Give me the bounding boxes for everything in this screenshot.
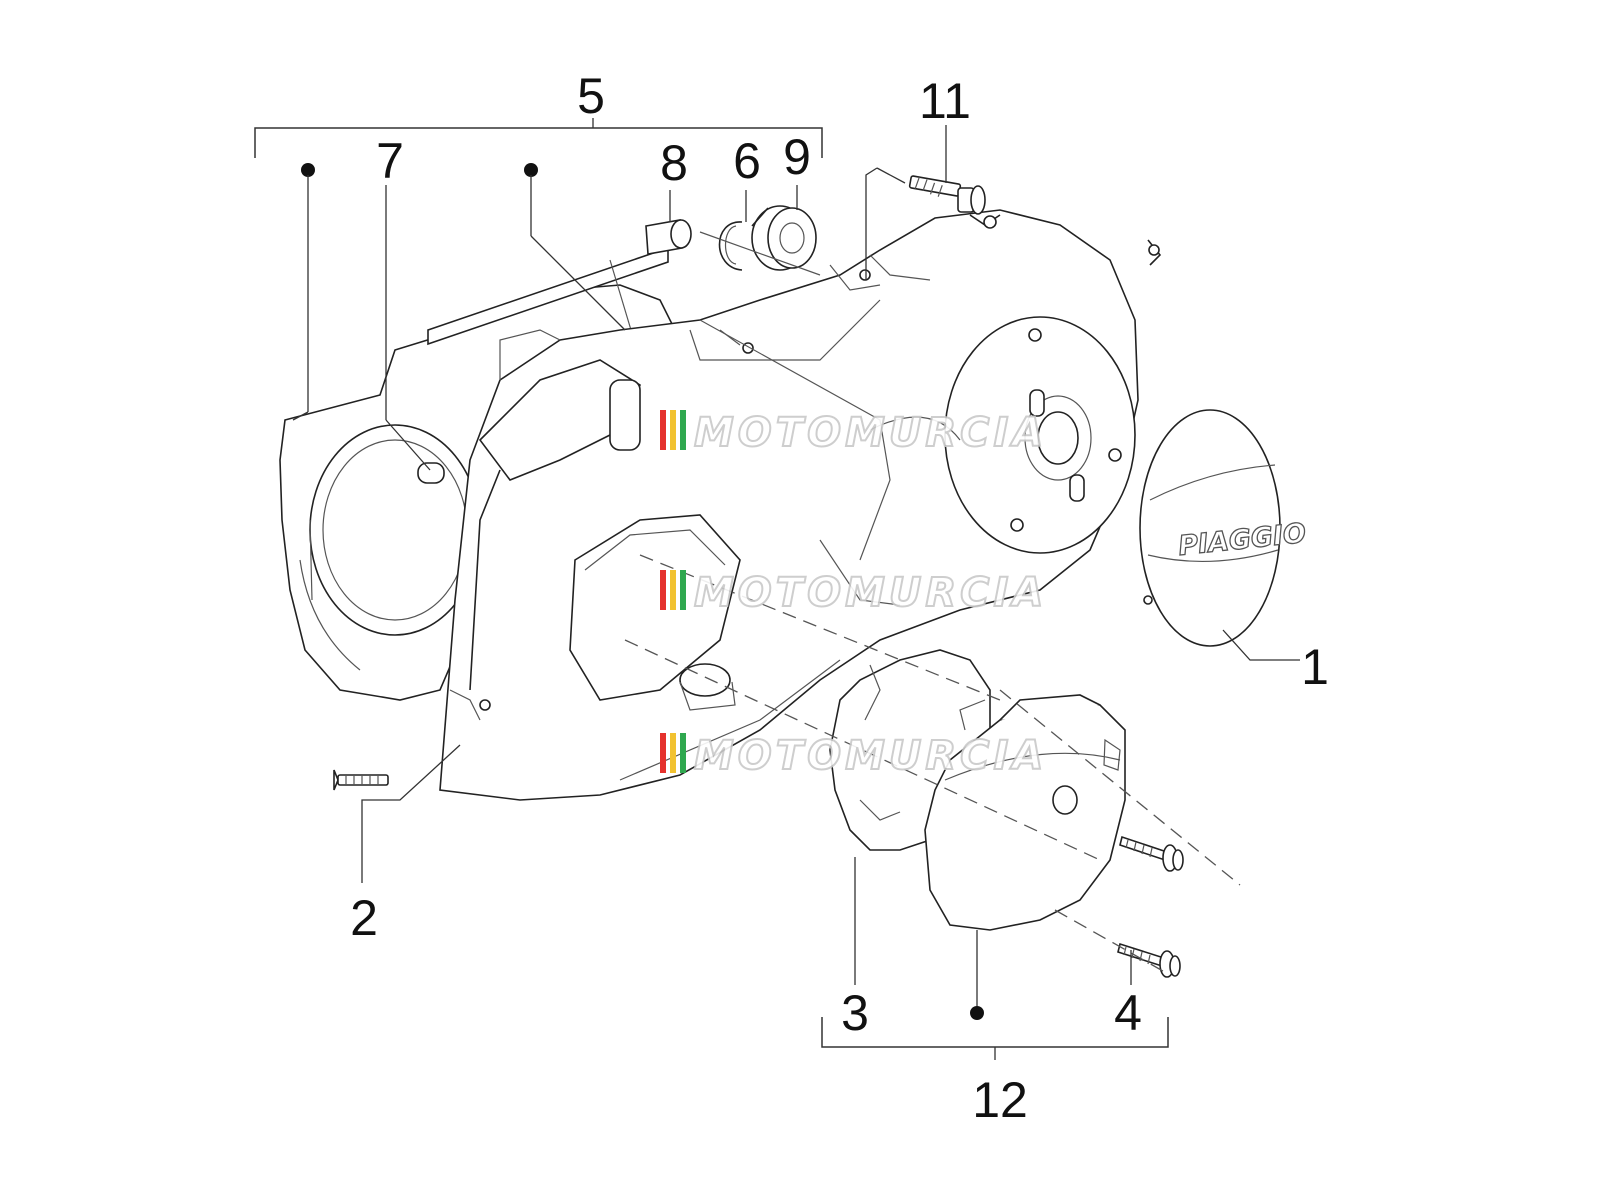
dowel-pin	[417, 462, 445, 484]
bush	[645, 219, 692, 255]
stripe-red	[660, 570, 666, 610]
callout-labels: 1 2 3 4 5 6 7 8 9 11 12	[350, 68, 1329, 1128]
logo-cover-disc	[1139, 409, 1281, 647]
watermark-middle: MOTOMURCIA	[660, 569, 1047, 617]
tapping-screw-upper	[1119, 835, 1184, 872]
callout-12: 12	[972, 1072, 1028, 1128]
stripe-red	[660, 410, 666, 450]
tapping-screw-lower	[1117, 942, 1181, 978]
callout-2: 2	[350, 890, 378, 946]
flanged-bolt	[908, 175, 986, 215]
stripe-green	[680, 733, 686, 773]
callout-5: 5	[577, 68, 605, 124]
filter-cover	[924, 694, 1126, 931]
callout-3: 3	[841, 985, 869, 1041]
alignment-lines	[624, 231, 1241, 976]
callout-8: 8	[660, 135, 688, 191]
stripe-red	[660, 733, 666, 773]
callout-4: 4	[1114, 985, 1142, 1041]
callout-6: 6	[733, 133, 761, 189]
callout-1: 1	[1301, 639, 1329, 695]
stripe-yellow	[670, 570, 676, 610]
watermark-text: MOTOMURCIA	[694, 570, 1047, 616]
screw-short	[333, 769, 389, 791]
bearing	[751, 205, 817, 271]
watermark-stripes	[660, 410, 686, 450]
callout-11: 11	[919, 73, 971, 129]
stripe-yellow	[670, 733, 676, 773]
transmission-cover	[439, 209, 1162, 801]
callout-9: 9	[783, 129, 811, 185]
stripe-yellow	[670, 410, 676, 450]
leader-lines	[254, 118, 1300, 1060]
callout-7: 7	[376, 133, 404, 189]
watermark-text: MOTOMURCIA	[694, 733, 1047, 779]
stripe-green	[680, 570, 686, 610]
watermark-bottom: MOTOMURCIA	[660, 732, 1047, 780]
watermark-stripes	[660, 570, 686, 610]
watermark-text: MOTOMURCIA	[694, 410, 1047, 456]
stripe-green	[680, 410, 686, 450]
circlip	[718, 221, 743, 271]
watermark-top: MOTOMURCIA	[660, 409, 1047, 457]
watermark-stripes	[660, 733, 686, 773]
